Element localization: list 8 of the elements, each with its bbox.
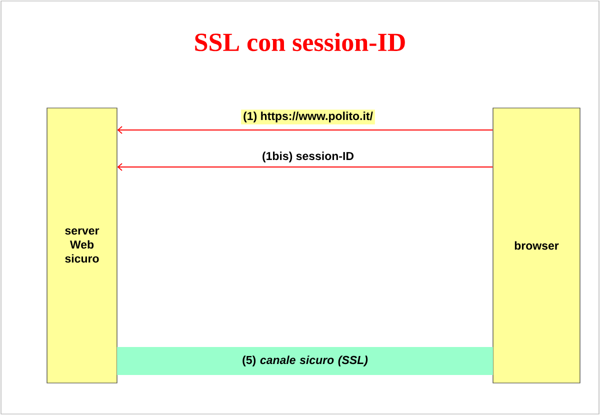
channel-band: (5) canale sicuro (SSL) — [117, 347, 493, 375]
server-box: server Web sicuro — [46, 108, 118, 384]
arrow — [117, 126, 494, 134]
edge-label: (1) https://www.polito.it/ — [241, 110, 375, 124]
title: SSL con session-ID — [195, 32, 405, 52]
edge-label: (1bis) session-ID — [260, 150, 356, 164]
browser-box: browser — [492, 108, 580, 384]
arrow — [117, 163, 494, 171]
